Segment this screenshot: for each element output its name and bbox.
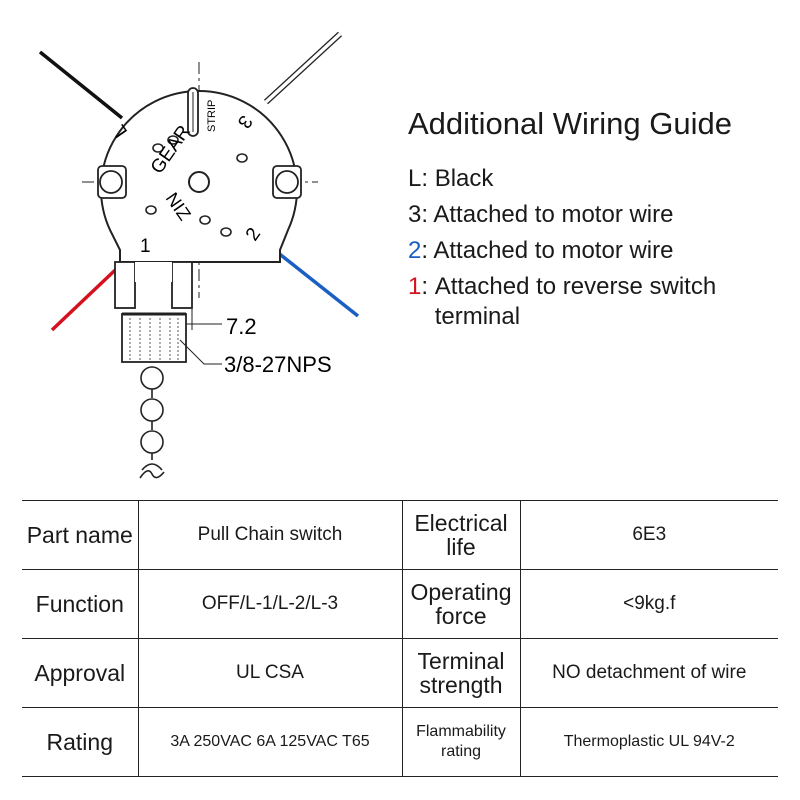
dimension-label: 7.2 — [226, 314, 257, 339]
spec-label: Approval — [22, 638, 138, 708]
spec-label: Electrical life — [401, 500, 520, 570]
guide-line-1: 1: Attached to reverse switch terminal — [408, 272, 788, 332]
center-hole — [188, 171, 210, 193]
thread-label: 3/8-27NPS — [224, 352, 332, 377]
guide-label-red: 1 — [408, 273, 422, 300]
strip-label: STRIP — [206, 100, 218, 132]
guide-text: Attached to motor wire — [433, 201, 674, 228]
white-wire — [263, 31, 343, 105]
spec-label: Part name — [22, 500, 138, 570]
spec-label: Terminal strength — [401, 638, 520, 708]
table-row: Rating 3A 250VAC 6A 125VAC T65 Flammabil… — [22, 707, 778, 777]
spec-value: <9kg.f — [519, 569, 778, 639]
dimension-marker — [186, 300, 222, 330]
guide-text: Attached to reverse switch terminal — [434, 273, 717, 330]
guide-label-blue: 2 — [408, 237, 422, 264]
guide-line-l: L: Black — [408, 165, 494, 192]
switch-neck — [114, 261, 193, 309]
spec-value: NO detachment of wire — [519, 638, 778, 708]
guide-label: L — [408, 165, 422, 192]
spec-value: 6E3 — [519, 500, 778, 570]
spec-value: 3A 250VAC 6A 125VAC T65 — [137, 707, 402, 777]
spec-value: OFF/L-1/L-2/L-3 — [137, 569, 402, 639]
threaded-stem — [121, 312, 187, 363]
terminal-slots — [145, 135, 248, 237]
thread-leader — [179, 339, 222, 365]
switch-diagram: STRIP GEAR NIZ L 3 1 2 — [38, 31, 360, 479]
spec-label: Flammability rating — [401, 707, 520, 777]
guide-line-2: 2: Attached to motor wire — [408, 237, 674, 264]
spec-label: Rating — [22, 707, 138, 777]
guide-line-3: 3: Attached to motor wire — [408, 201, 674, 228]
guide-label: 3 — [408, 201, 422, 228]
black-wire — [38, 50, 124, 120]
guide-text: Black — [434, 165, 494, 192]
spec-value: UL CSA — [137, 638, 402, 708]
guide-title: Additional Wiring Guide — [408, 106, 732, 141]
spec-table: Part name Pull Chain switch Electrical l… — [22, 500, 778, 777]
table-row: Approval UL CSA Terminal strength NO det… — [22, 638, 778, 708]
bead-chain — [139, 366, 165, 479]
spec-label: Operating force — [401, 569, 520, 639]
wiring-guide: Additional Wiring Guide L: Black 3: Atta… — [408, 106, 788, 338]
spec-value: Pull Chain switch — [137, 500, 402, 570]
spec-label: Function — [22, 569, 138, 639]
terminal-1-label: 1 — [140, 236, 151, 257]
blue-wire — [270, 246, 360, 318]
table-row: Function OFF/L-1/L-2/L-3 Operating force… — [22, 569, 778, 639]
guide-text: Attached to motor wire — [433, 237, 674, 264]
table-row: Part name Pull Chain switch Electrical l… — [22, 500, 778, 570]
spec-value: Thermoplastic UL 94V-2 — [519, 707, 778, 777]
